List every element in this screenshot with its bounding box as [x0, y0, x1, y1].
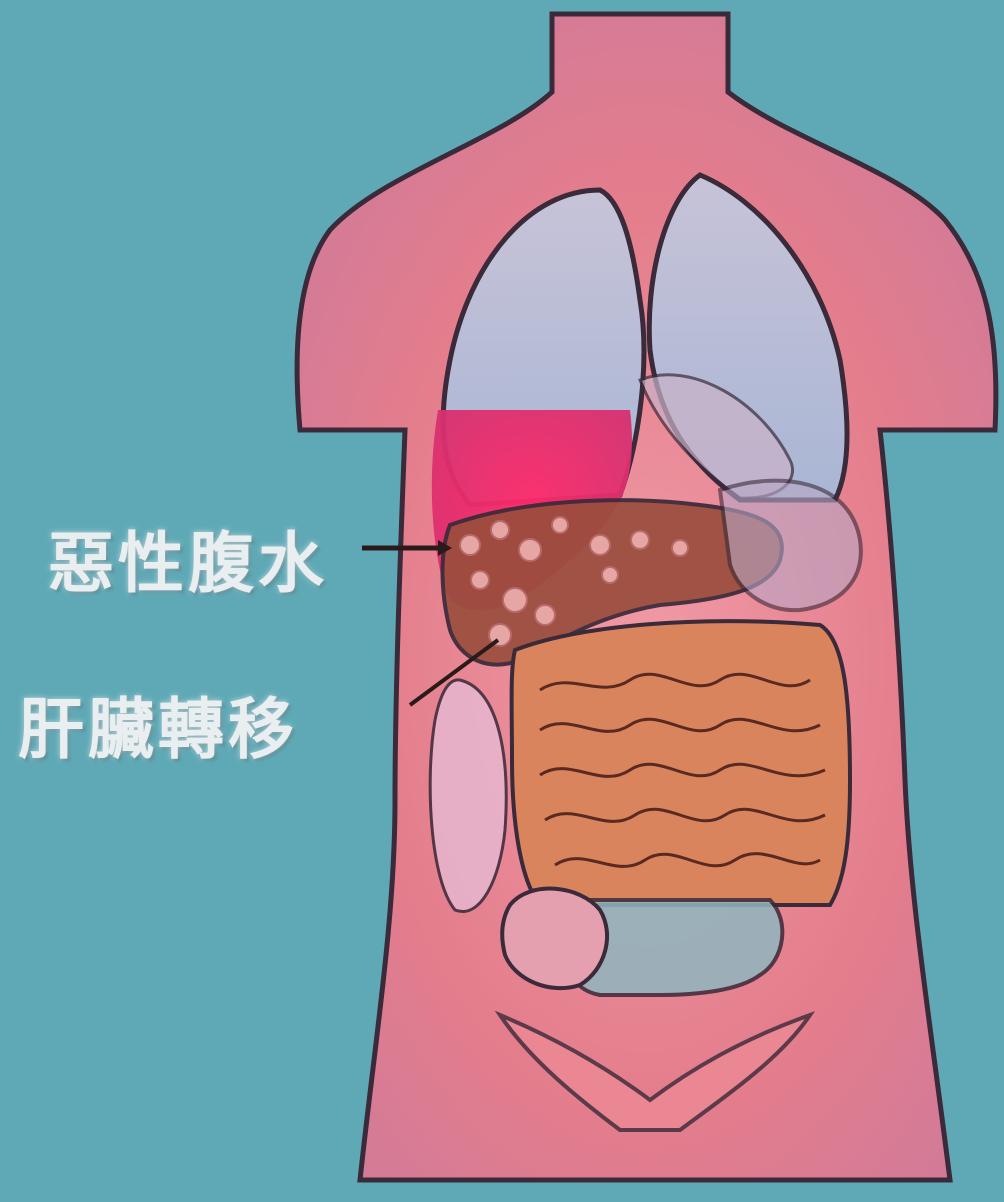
nodule [471, 571, 489, 589]
cecum [502, 889, 607, 989]
nodule [602, 567, 618, 583]
nodule [552, 517, 568, 533]
malignant-ascites-label: 惡性腹水 [48, 510, 328, 606]
nodule [491, 521, 509, 539]
nodule [535, 605, 555, 625]
liver-metastasis-label: 肝臟轉移 [18, 676, 298, 772]
nodule [460, 535, 480, 555]
nodule [590, 535, 610, 555]
nodule [672, 540, 688, 556]
kidney [430, 680, 506, 912]
nodule [631, 531, 649, 549]
nodule [519, 539, 541, 561]
nodule [503, 588, 527, 612]
